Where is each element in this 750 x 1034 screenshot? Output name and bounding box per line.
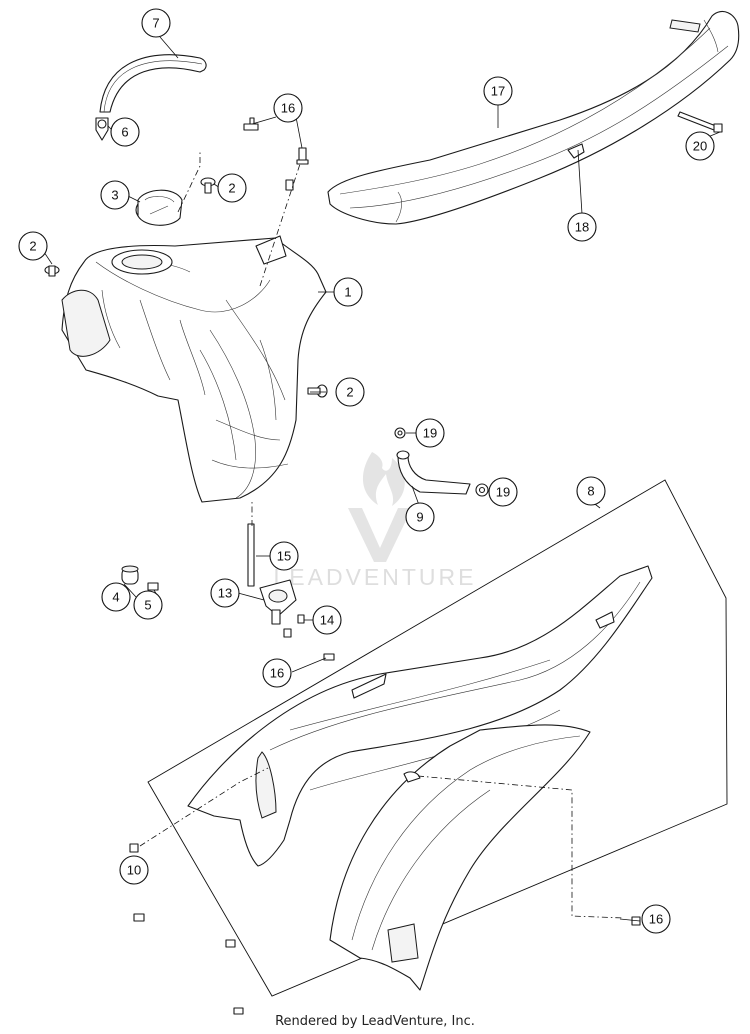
leader-lines bbox=[39, 36, 721, 922]
watermark-flame-icon bbox=[362, 452, 405, 506]
svg-text:14: 14 bbox=[320, 613, 334, 628]
fuel-line bbox=[396, 450, 471, 495]
callout-13: 13 bbox=[210, 578, 240, 608]
hose-fitting bbox=[95, 117, 109, 141]
callout-19-upper: 19 bbox=[415, 418, 445, 448]
callout-20: 20 bbox=[685, 131, 715, 161]
callout-6: 6 bbox=[110, 117, 140, 147]
svg-text:2: 2 bbox=[228, 181, 235, 196]
callout-17: 17 bbox=[483, 76, 513, 106]
callout-10: 10 bbox=[119, 855, 149, 885]
fuel-cap bbox=[135, 189, 183, 226]
panel-screw-lower-3 bbox=[233, 1007, 244, 1015]
rubber-spacer bbox=[121, 565, 139, 585]
seat-clip bbox=[567, 143, 585, 159]
svg-text:3: 3 bbox=[111, 188, 118, 203]
svg-text:9: 9 bbox=[416, 510, 423, 525]
callout-14: 14 bbox=[312, 605, 342, 635]
svg-text:4: 4 bbox=[112, 590, 119, 605]
tap-screw bbox=[297, 614, 305, 624]
callout-15: 15 bbox=[269, 541, 299, 571]
svg-text:19: 19 bbox=[496, 485, 510, 500]
screw-upper bbox=[200, 177, 216, 194]
callout-3: 3 bbox=[100, 180, 130, 210]
side-panel-front bbox=[329, 724, 591, 991]
watermark-text: LEADVENTURE bbox=[274, 564, 477, 590]
svg-text:17: 17 bbox=[491, 84, 505, 99]
callout-5: 5 bbox=[133, 590, 163, 620]
svg-text:1: 1 bbox=[344, 285, 351, 300]
bolt-middle bbox=[283, 628, 335, 661]
bolt-top-left bbox=[243, 117, 259, 131]
callout-2-tank: 2 bbox=[335, 377, 365, 407]
callout-16-middle: 16 bbox=[262, 658, 292, 688]
callout-19-lower: 19 bbox=[488, 477, 518, 507]
svg-text:13: 13 bbox=[218, 586, 232, 601]
screw-left bbox=[44, 265, 60, 277]
callout-2-upper: 2 bbox=[217, 173, 247, 203]
panel-screw-lower-2 bbox=[225, 939, 236, 948]
callout-7: 7 bbox=[141, 8, 171, 38]
svg-text:10: 10 bbox=[127, 863, 141, 878]
screw-tank-side bbox=[307, 384, 328, 398]
svg-text:16: 16 bbox=[649, 912, 663, 927]
svg-text:20: 20 bbox=[693, 139, 707, 154]
bolt-small bbox=[285, 179, 294, 191]
hose-clamp-upper bbox=[394, 427, 406, 439]
svg-text:7: 7 bbox=[152, 16, 159, 31]
hose-clamp-lower bbox=[475, 483, 489, 497]
breather-hose bbox=[99, 54, 207, 113]
fuel-tank bbox=[61, 235, 327, 503]
seat bbox=[327, 11, 740, 225]
callout-16-top: 16 bbox=[273, 93, 303, 123]
svg-text:18: 18 bbox=[575, 220, 589, 235]
side-panel-frame bbox=[147, 479, 728, 997]
svg-text:8: 8 bbox=[587, 484, 594, 499]
svg-text:15: 15 bbox=[277, 549, 291, 564]
callout-18: 18 bbox=[567, 212, 597, 242]
bolt-top-right bbox=[296, 147, 309, 165]
fuel-tap bbox=[247, 523, 297, 625]
panel-screw-lower-1 bbox=[133, 913, 145, 922]
svg-text:2: 2 bbox=[29, 239, 36, 254]
watermark: LEADVENTURE bbox=[274, 452, 477, 590]
panel-screw-10 bbox=[129, 843, 139, 853]
callout-8: 8 bbox=[576, 476, 606, 506]
callout-9: 9 bbox=[405, 502, 435, 532]
side-panel-rear bbox=[187, 565, 653, 867]
watermark-v-icon bbox=[348, 508, 412, 562]
seat-bolt bbox=[677, 111, 723, 133]
svg-text:19: 19 bbox=[423, 426, 437, 441]
svg-text:16: 16 bbox=[270, 666, 284, 681]
svg-text:16: 16 bbox=[281, 101, 295, 116]
callout-2-left: 2 bbox=[18, 231, 48, 261]
svg-text:6: 6 bbox=[121, 125, 128, 140]
callout-1: 1 bbox=[333, 277, 363, 307]
svg-text:2: 2 bbox=[346, 385, 353, 400]
nut bbox=[147, 582, 159, 591]
svg-text:5: 5 bbox=[144, 598, 151, 613]
callout-4: 4 bbox=[101, 582, 131, 612]
callout-16-panel: 16 bbox=[641, 904, 671, 934]
render-credit: Rendered by LeadVenture, Inc. bbox=[275, 1014, 475, 1029]
